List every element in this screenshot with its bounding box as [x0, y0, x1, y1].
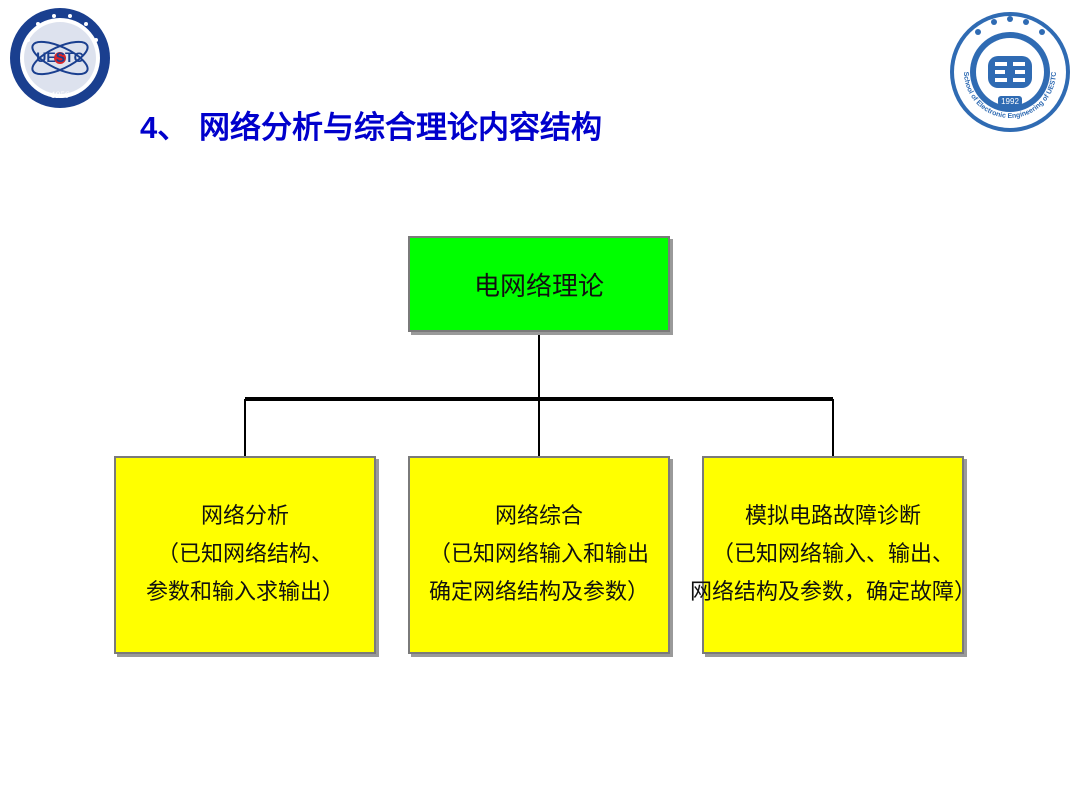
- node-description-line: 参数和输入求输出）: [145, 580, 344, 605]
- atom-orbit-icon: [31, 40, 89, 76]
- node-description-line: 确定网络结构及参数）: [428, 580, 649, 605]
- node-network-analysis: 网络分析 （已知网络结构、 参数和输入求输出）: [114, 456, 376, 654]
- school-electronic-engineering-seal-logo: 1992 School of Electronic Engineering of…: [950, 12, 1070, 132]
- node-root-electric-network-theory: 电网络理论: [408, 236, 670, 332]
- node-description-line: 网络结构及参数，确定故障）: [690, 580, 977, 605]
- node-description-line: （已知网络结构、: [156, 542, 333, 567]
- node-description-line: （已知网络输入、输出、: [711, 542, 954, 567]
- slide-title: 4、 网络分析与综合理论内容结构: [140, 104, 602, 152]
- node-label: 模拟电路故障诊断: [744, 504, 921, 529]
- node-network-synthesis: 网络综合 （已知网络输入和输出 确定网络结构及参数）: [408, 456, 670, 654]
- slide-title-separator: 、: [157, 110, 189, 146]
- slide-title-number: 4: [140, 110, 158, 145]
- svg-text:1956: 1956: [51, 90, 70, 100]
- node-label: 网络分析: [200, 504, 289, 529]
- node-root-label: 电网络理论: [473, 271, 604, 302]
- svg-text:1992: 1992: [1001, 97, 1019, 106]
- double-e-emblem-icon: [988, 56, 1032, 88]
- slide-title-text: 网络分析与综合理论内容结构: [199, 110, 603, 146]
- node-analog-circuit-fault-diagnosis: 模拟电路故障诊断 （已知网络输入、输出、 网络结构及参数，确定故障）: [690, 456, 976, 654]
- node-label: 网络综合: [494, 504, 583, 529]
- svg-text:UESTC: UESTC: [36, 49, 83, 65]
- uestc-seal-logo: UESTC 1956: [10, 8, 110, 108]
- node-description-line: （已知网络输入和输出: [428, 542, 649, 567]
